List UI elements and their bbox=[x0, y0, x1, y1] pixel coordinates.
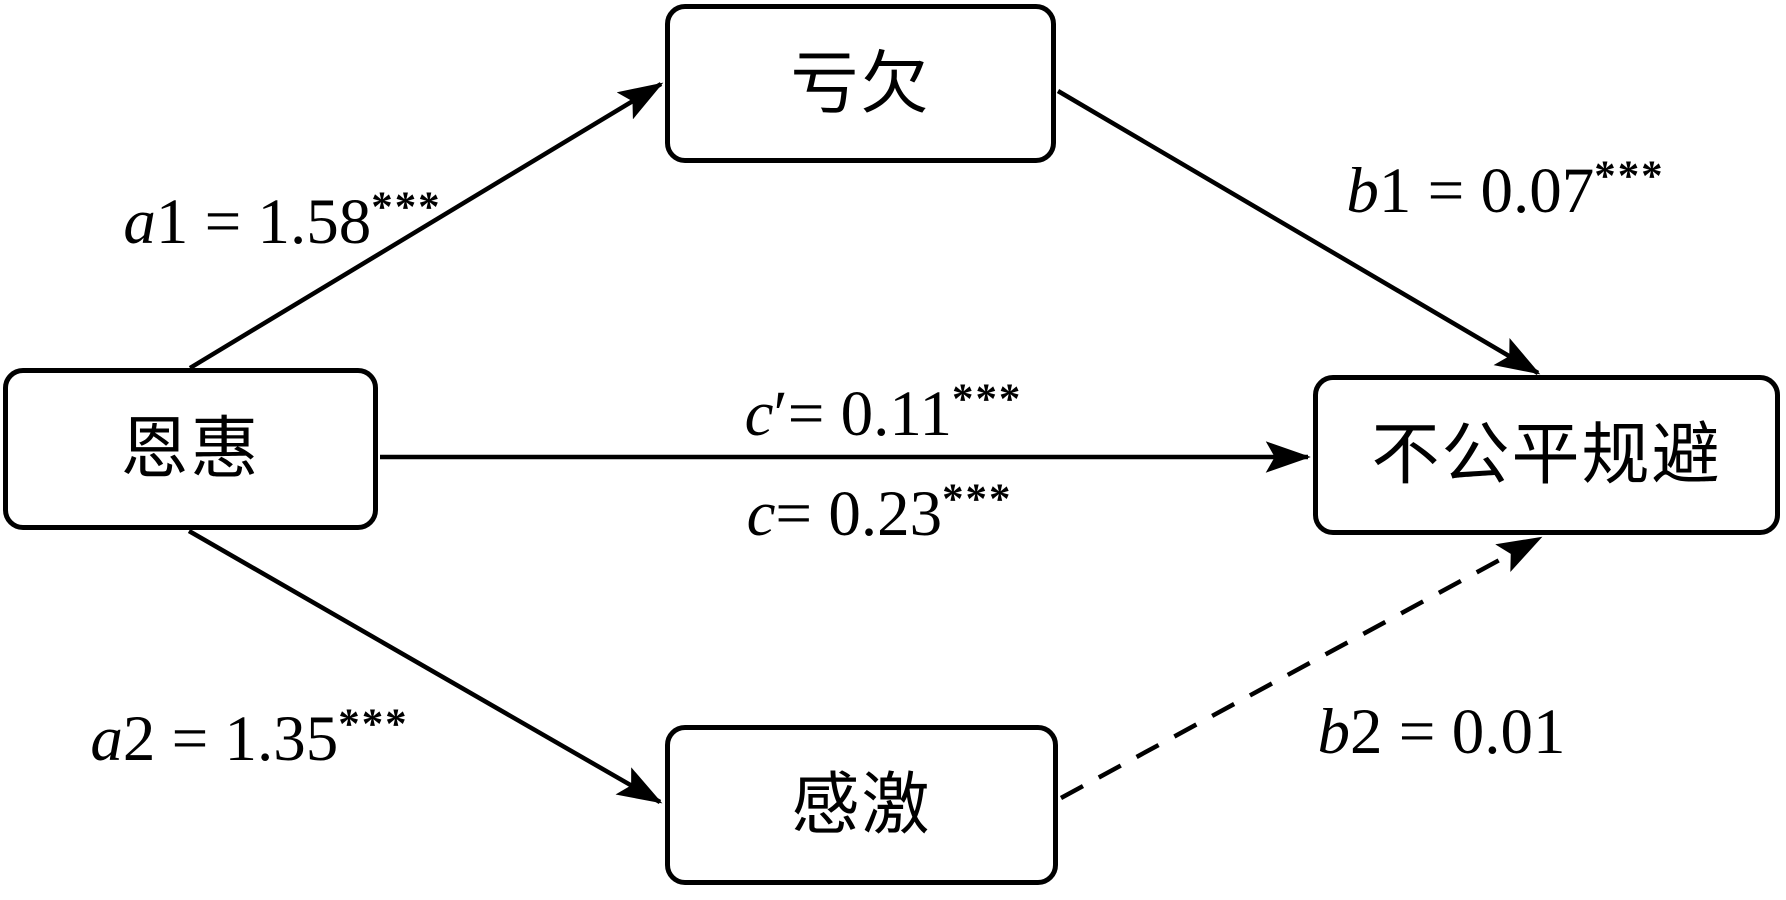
path-label-b1-var: b bbox=[1346, 155, 1379, 228]
path-label-b2: b2 = 0.01 bbox=[1253, 632, 1566, 830]
path-label-c-prime: c′= 0.11*** bbox=[680, 314, 1023, 512]
node-outcome-label: 不公平规避 bbox=[1371, 417, 1722, 493]
path-label-b1-value: 1 = 0.07 bbox=[1378, 155, 1595, 228]
path-a1-arrow bbox=[188, 82, 664, 370]
path-label-a2-significance: *** bbox=[338, 700, 409, 748]
path-label-b1: b1 = 0.07*** bbox=[1281, 91, 1664, 289]
node-outcome: 不公平规避 bbox=[1313, 375, 1780, 535]
path-label-a2: a2 = 1.35*** bbox=[25, 639, 408, 837]
node-predictor: 恩惠 bbox=[3, 368, 378, 530]
path-label-a1-significance: *** bbox=[371, 183, 442, 231]
path-label-c-prime-value: ′= 0.11 bbox=[773, 378, 952, 451]
path-label-b2-var: b bbox=[1317, 696, 1351, 769]
path-label-a2-var: a bbox=[90, 703, 123, 776]
path-label-a1-value: 1 = 1.58 bbox=[155, 186, 372, 259]
path-label-b1-significance: *** bbox=[1594, 152, 1665, 200]
path-label-c-prime-significance: *** bbox=[951, 375, 1023, 423]
path-label-c-total: c= 0.23*** bbox=[682, 414, 1013, 612]
path-b2-arrow-dashed bbox=[1059, 536, 1543, 800]
path-label-a2-value: 2 = 1.35 bbox=[122, 703, 339, 776]
path-label-c-total-var: c bbox=[746, 478, 776, 551]
path-b1-arrow bbox=[1056, 89, 1541, 375]
node-mediator-gratitude-label: 感激 bbox=[791, 767, 932, 843]
path-label-c-prime-var: c bbox=[744, 378, 774, 451]
path-label-b2-value: 2 = 0.01 bbox=[1350, 696, 1566, 769]
path-label-a1-var: a bbox=[123, 186, 156, 259]
path-a2-arrow bbox=[187, 529, 663, 804]
node-predictor-label: 恩惠 bbox=[120, 411, 261, 487]
path-label-a1: a1 = 1.58*** bbox=[58, 122, 441, 320]
node-mediator-indebtedness-label: 亏欠 bbox=[790, 45, 931, 122]
node-mediator-gratitude: 感激 bbox=[665, 725, 1058, 885]
path-label-c-total-value: = 0.23 bbox=[775, 478, 943, 551]
node-mediator-indebtedness: 亏欠 bbox=[665, 4, 1056, 163]
path-label-c-total-significance: *** bbox=[942, 475, 1013, 523]
